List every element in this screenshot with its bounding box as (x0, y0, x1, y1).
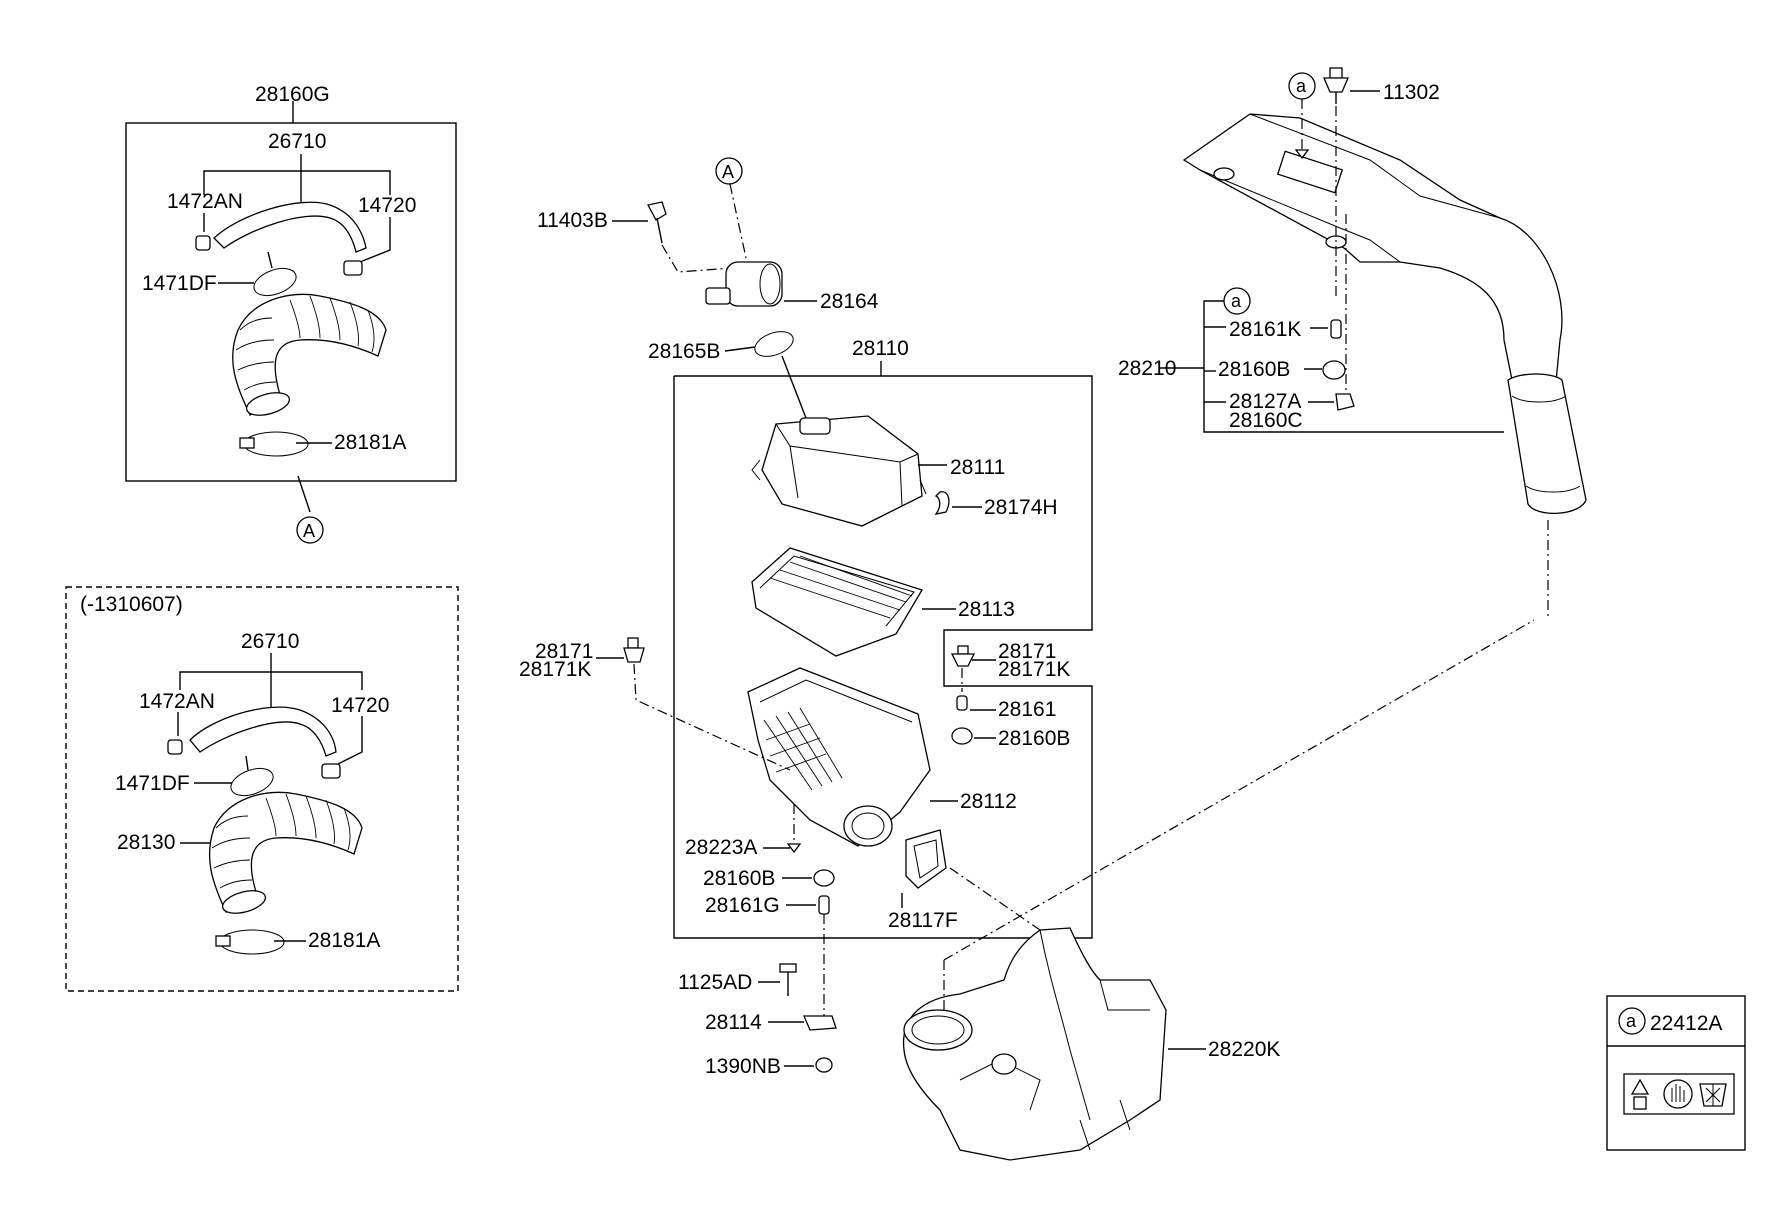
part-label-14720-variant[interactable]: 14720 (331, 694, 389, 717)
part-label-1472an-variant[interactable]: 1472AN (139, 690, 215, 713)
part-label-26710[interactable]: 26710 (268, 130, 326, 153)
connector-14720 (343, 260, 363, 276)
part-label-28127a[interactable]: 28127A (1229, 390, 1301, 413)
variant-hose-box: (-1310607) 26710 1472AN 14720 1471DF 281… (65, 586, 459, 992)
resonator-28220k (902, 927, 1167, 1161)
part-label-28164[interactable]: 28164 (820, 290, 879, 313)
part-label-28160b-mid[interactable]: 28160B (998, 727, 1070, 750)
duct-seal-28117f (905, 829, 947, 889)
part-label-28160g[interactable]: 28160G (255, 83, 330, 106)
reference-a-top-right: a (1296, 76, 1307, 96)
part-label-28181a-top[interactable]: 28181A (334, 431, 406, 454)
reference-a-mid: A (722, 162, 734, 182)
bracket-28114 (803, 1015, 837, 1031)
part-label-28110[interactable]: 28110 (852, 337, 909, 360)
air-cleaner-box-outline (673, 375, 1093, 939)
part-label-28223a[interactable]: 28223A (685, 836, 757, 859)
breather-hose-variant (189, 706, 337, 757)
warning-label-icon (1630, 1078, 1650, 1110)
part-label-28171k-right[interactable]: 28171K (998, 658, 1070, 681)
part-label-28171-right[interactable]: 28171 (998, 640, 1056, 663)
insulator-28160b-top (1322, 360, 1346, 380)
hose-end-ring (245, 392, 291, 416)
part-label-11302[interactable]: 11302 (1383, 81, 1440, 104)
breather-hose (213, 201, 367, 253)
nut-1390nb (815, 1057, 833, 1073)
bolt-11403b (647, 201, 667, 221)
clamp-1472an (195, 235, 211, 251)
part-label-28161[interactable]: 28161 (998, 698, 1056, 721)
warning-label-legend: a 22412A (1606, 995, 1746, 1151)
part-label-28220k[interactable]: 28220K (1208, 1038, 1280, 1061)
part-label-1471df[interactable]: 1471DF (142, 272, 217, 295)
hose-clamp-variant (230, 767, 274, 797)
part-label-28160b-top[interactable]: 28160B (1218, 358, 1290, 381)
part-label-28160b-low[interactable]: 28160B (703, 867, 775, 890)
part-label-28117f[interactable]: 28117F (888, 909, 958, 932)
bolt-1125ad (779, 963, 797, 996)
part-label-28114[interactable]: 28114 (705, 1011, 762, 1034)
part-label-1472an[interactable]: 1472AN (167, 190, 243, 213)
air-cleaner-assembly: 11403B A 28164 28165B 28110 (519, 157, 1093, 1078)
part-label-28113[interactable]: 28113 (958, 598, 1015, 621)
insulator-28160b-low (813, 869, 835, 887)
reference-a-group-label: a (1231, 291, 1242, 311)
reference-a-circle (296, 516, 324, 544)
part-label-28160c[interactable]: 28160C (1229, 409, 1303, 432)
grommet-28161 (956, 695, 968, 711)
part-label-28181a-variant[interactable]: 28181A (308, 929, 380, 952)
clip-28174h (934, 491, 950, 515)
part-label-28161g[interactable]: 28161G (705, 894, 780, 917)
part-label-28165b[interactable]: 28165B (648, 340, 720, 363)
part-label-28174h[interactable]: 28174H (984, 496, 1058, 519)
part-label-26710-variant[interactable]: 26710 (241, 630, 299, 653)
fan-hazard-icon (1699, 1083, 1727, 1107)
grommet-28161k (1330, 319, 1342, 339)
intake-hose-variant (208, 791, 363, 913)
hose-assembly-box: 28160G 26710 1472AN 14720 1471DF 28181A … (125, 83, 457, 544)
o-ring-28165b (754, 331, 794, 357)
part-label-28171k-left[interactable]: 28171K (519, 658, 591, 681)
reference-a-top: A (303, 521, 315, 541)
clip-28127a (1335, 393, 1355, 411)
part-label-28210[interactable]: 28210 (1118, 357, 1176, 380)
part-label-1125ad[interactable]: 1125AD (678, 971, 752, 994)
air-cleaner-cover-28111 (751, 415, 927, 527)
air-flow-sensor-28164 (705, 261, 783, 307)
part-label-22412a[interactable]: 22412A (1650, 1012, 1722, 1035)
connector-14720-variant (321, 763, 341, 779)
air-duct-28210 (1182, 113, 1587, 515)
bolt-11302 (1323, 67, 1349, 104)
hand-prohibition-icon (1663, 1079, 1693, 1109)
air-cleaner-lower-case-28112 (747, 667, 931, 847)
part-label-11403b[interactable]: 11403B (537, 209, 608, 232)
part-label-14720[interactable]: 14720 (358, 194, 416, 217)
part-label-28161k[interactable]: 28161K (1229, 318, 1301, 341)
insulator-28160b-mid (951, 727, 973, 745)
hose-clamp-1471df (253, 267, 297, 297)
intake-hose-upper (232, 293, 387, 416)
variant-note: (-1310607) (80, 593, 183, 616)
part-label-28112[interactable]: 28112 (960, 790, 1017, 813)
part-label-28171-left[interactable]: 28171 (535, 640, 593, 663)
part-label-28130[interactable]: 28130 (117, 831, 175, 854)
part-label-1471df-variant[interactable]: 1471DF (115, 772, 190, 795)
clamp-1472an-variant (167, 739, 183, 755)
bolt-28171-left (623, 637, 645, 663)
grommet-28161g (818, 895, 830, 915)
part-label-1390nb[interactable]: 1390NB (705, 1055, 781, 1078)
bolt-28171-right (950, 645, 976, 667)
reference-a-circle-mid (715, 157, 743, 185)
legend-reference-a: a (1626, 1011, 1637, 1031)
part-label-28111[interactable]: 28111 (950, 456, 1005, 479)
air-filter-element-28113 (751, 547, 923, 657)
